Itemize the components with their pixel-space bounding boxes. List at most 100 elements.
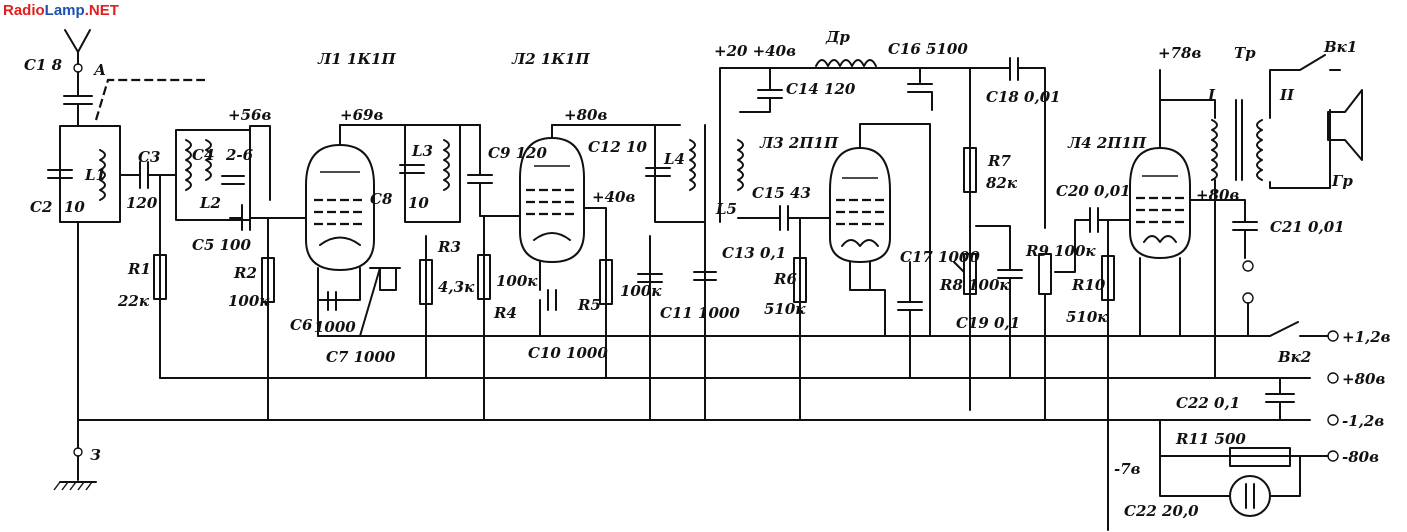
label-v80b: +80в (1196, 186, 1239, 204)
label-r11: R11 500 (1175, 430, 1246, 448)
label-c14: С14 120 (786, 80, 856, 98)
label-r5-value: 100к (620, 282, 662, 300)
l3-plate-bus (719, 67, 941, 223)
capacitor-c17 (897, 261, 923, 379)
resistor-r3 (419, 259, 433, 305)
label-v78: +78в (1158, 44, 1201, 62)
label-r9: R9 100к (1025, 242, 1096, 260)
label-r3: R3 (437, 238, 461, 256)
label-r1: R1 (127, 260, 151, 278)
label-l3-value: 10 (408, 194, 429, 212)
capacitor-c16 (907, 67, 933, 111)
label-c20: С20 0,01 (1056, 182, 1131, 200)
transformer-primary (1211, 119, 1218, 181)
c22b-plates (1245, 483, 1255, 509)
l4-plate (1159, 69, 1216, 149)
label-tube-l4: Л4 2П1П (1067, 134, 1147, 152)
screen-40 (583, 207, 607, 379)
label-c16: С16 5100 (888, 40, 968, 58)
label-v56: +56в (228, 106, 271, 124)
label-r7: R7 (987, 152, 1011, 170)
label-r1-value: 22к (117, 292, 150, 310)
bias-wires (1107, 335, 1231, 531)
label-r7-value: 82к (986, 174, 1018, 192)
label-bk2: Вк2 (1277, 348, 1311, 366)
tube-l2 (519, 124, 585, 263)
label-l2: L2 (199, 194, 221, 212)
r11-return (1269, 455, 1301, 497)
label-v80: +80в (564, 106, 607, 124)
capacitor-c20 (1054, 207, 1131, 273)
capacitor-c11 (637, 235, 663, 421)
capacitor-c6 (327, 291, 337, 311)
label-t-minus1v2: -1,2в (1342, 412, 1384, 430)
label-r4: R4 (493, 304, 517, 322)
r4-wire (479, 215, 521, 421)
transformer-secondary (1256, 119, 1263, 181)
label-bk1: Вк1 (1323, 38, 1357, 56)
capacitor-c13 (693, 221, 717, 421)
label-l5: L5 (715, 200, 737, 218)
capacitor-c8 (399, 164, 425, 174)
ground-symbol (53, 455, 97, 491)
label-r4-value: 100к (496, 272, 538, 290)
label-c19: С19 0,1 (956, 314, 1020, 332)
label-tr: Тр (1234, 44, 1256, 62)
label-c9: С9 120 (488, 144, 547, 162)
tube-l1 (305, 124, 375, 271)
l1-cathode (317, 267, 361, 337)
label-c18: С18 0,01 (986, 88, 1061, 106)
resistor-r11 (1219, 447, 1329, 467)
resistor-r8 (963, 253, 977, 295)
label-c4-value: 2-6 (225, 146, 254, 164)
capacitor-c2 (47, 169, 73, 179)
coil-l4 (689, 139, 696, 191)
transformer-core (1235, 99, 1243, 181)
label-tube-l3: Л3 2П1П (759, 134, 839, 152)
label-v20-40: +20 +40в (714, 42, 796, 60)
label-c7: С7 1000 (326, 348, 396, 366)
label-v69: +69в (340, 106, 383, 124)
coil-c4-coupled (205, 139, 212, 181)
label-t-plus1v2: +1,2в (1342, 328, 1391, 346)
label-c21: С21 0,01 (1270, 218, 1345, 236)
switch-bk2 (1269, 321, 1329, 337)
capacitor-c9 (467, 124, 493, 217)
label-v40: +40в (592, 188, 635, 206)
label-vm7: -7в (1114, 460, 1141, 478)
label-c1: С1 8 (24, 56, 63, 74)
capacitor-c3 (119, 161, 177, 189)
l3-cathode (849, 261, 886, 337)
capacitor-c14 (739, 67, 783, 113)
l3-plate (859, 123, 931, 337)
coil-l1 (99, 149, 106, 201)
label-l4: L4 (663, 150, 685, 168)
capacitor-c4 (221, 175, 245, 185)
label-c22b: С22 20,0 (1124, 502, 1199, 520)
resistor-r10 (1101, 255, 1115, 301)
label-c17: С17 1000 (900, 248, 980, 266)
label-c10: С10 1000 (528, 344, 608, 362)
capacitor-c22 (1265, 377, 1295, 421)
label-c12: С12 10 (588, 138, 647, 156)
resistor-r7 (963, 147, 977, 193)
label-gr: Гр (1331, 172, 1353, 190)
label-c13: С13 0,1 (722, 244, 786, 262)
label-c8: С8 (370, 190, 393, 208)
resistor-r1 (153, 254, 167, 300)
label-r6-value: 510к (764, 300, 806, 318)
coil-l5 (737, 139, 744, 191)
label-t-minus80: -80в (1342, 448, 1379, 466)
capacitor-c15 (737, 205, 831, 231)
label-winding-ii: II (1279, 86, 1295, 104)
resistor-r6 (793, 257, 807, 303)
label-winding-i: I (1207, 86, 1216, 104)
l4-tank (551, 124, 706, 223)
label-c15: С15 43 (752, 184, 811, 202)
resistor-r4 (477, 254, 491, 300)
label-r10: R10 (1071, 276, 1106, 294)
label-tube-l2: Л2 1К1П (511, 50, 590, 68)
capacitor-c12 (645, 167, 671, 177)
capacitor-c1 (63, 71, 93, 127)
